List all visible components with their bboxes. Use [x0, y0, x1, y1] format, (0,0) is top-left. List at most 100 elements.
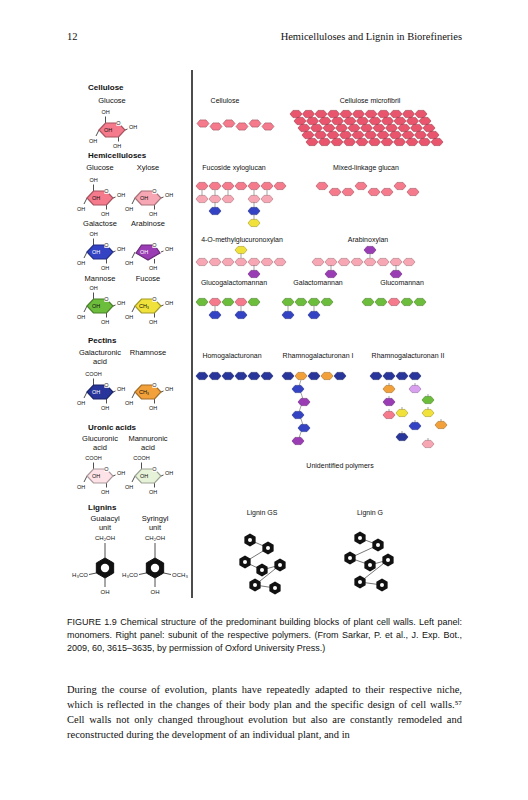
sugar-unit [332, 117, 344, 124]
chem-group: OH [117, 470, 125, 476]
sugar-unit [409, 372, 421, 379]
polymer-name: Rhamnogalacturonan I [283, 352, 354, 360]
sugar-unit [222, 195, 234, 202]
chem-group: OH [101, 489, 109, 495]
sugar-unit [248, 298, 260, 305]
polymer-name: Glucogalactomannan [201, 279, 267, 287]
sugar-unit [369, 117, 381, 124]
chem-group: OH [77, 206, 85, 212]
polymer-name: 4-O-methylglucuronoxylan [201, 236, 283, 244]
sugar-unit [248, 270, 260, 277]
bond [96, 130, 99, 136]
chem-group: OH [149, 405, 157, 411]
chem-group: O [152, 466, 157, 472]
chem-group: OH [151, 589, 160, 596]
chem-group: OH [149, 211, 157, 217]
polymer-name: Unidentified polymers [306, 462, 373, 470]
chem-group: OH [101, 109, 109, 115]
chem-group: OH [129, 124, 137, 130]
sugar-unit [383, 372, 395, 379]
sugar-unit [351, 258, 363, 265]
sugar-unit [407, 117, 419, 124]
sugar-unit [411, 124, 423, 131]
sugar-unit [390, 131, 402, 138]
sugar-unit [344, 138, 356, 145]
sugar-unit [315, 110, 327, 117]
sugar-unit [377, 131, 389, 138]
sugar-unit [196, 182, 208, 189]
sugar-unit [407, 188, 419, 195]
monomer-name: Rhamnose [130, 349, 166, 358]
chem-group: OH [104, 127, 112, 133]
ring-dot [358, 536, 362, 540]
sugar-unit [369, 138, 381, 145]
bond [118, 137, 119, 142]
running-head: Hemicelluloses and Lignin in Biorefineri… [281, 31, 462, 43]
ring-dot [348, 556, 352, 560]
chem-group: OH [113, 143, 121, 149]
sugar-unit [390, 110, 402, 117]
sugar-unit [403, 258, 415, 265]
lignin-unit [256, 564, 267, 577]
sugar-unit [248, 207, 260, 214]
sugar-unit [308, 298, 320, 305]
bond [132, 476, 135, 482]
ring-dot [101, 564, 109, 572]
sugar-unit [409, 422, 421, 429]
chem-group: OH [140, 249, 148, 255]
chem-group: COOH [133, 455, 150, 461]
ring-dot [368, 563, 372, 567]
chem-group: OH [89, 177, 97, 183]
chem-group: H₃CO [122, 572, 138, 579]
ring-dot [380, 583, 384, 587]
chem-group: OH [89, 285, 97, 291]
bond [155, 543, 156, 558]
bond [89, 573, 96, 575]
section-heading: Cellulose [88, 83, 124, 92]
sugar-unit [295, 372, 307, 379]
sugar-unit [334, 372, 346, 379]
sugar-unit [196, 195, 208, 202]
polymer-name: Glucomannan [380, 279, 424, 287]
sugar-unit [336, 124, 348, 131]
sugar-unit [295, 298, 307, 305]
chem-group: OH [92, 195, 100, 201]
sugar-unit [422, 440, 434, 447]
chem-group: OH [77, 484, 85, 490]
sugar-unit [196, 298, 208, 305]
chem-group: OH [77, 400, 85, 406]
chem-group: OH [165, 246, 173, 252]
sugar-unit [353, 110, 365, 117]
aromatic-ring [146, 558, 163, 578]
section-heading: Pectins [88, 336, 116, 345]
bond [106, 313, 107, 318]
sugar-unit [209, 372, 221, 379]
sugar-unit [298, 124, 310, 131]
sugar-unit [414, 298, 426, 305]
ring-dot [376, 543, 380, 547]
sugar-unit [321, 298, 333, 305]
ring-dot [358, 580, 362, 584]
sugar-unit [222, 372, 234, 379]
sugar-unit [396, 433, 408, 440]
chem-group: OH [92, 249, 100, 255]
sugar-unit [422, 409, 434, 416]
polymer-name: Lignin G [357, 509, 383, 517]
monomer-name: Syringyl unit [137, 515, 173, 532]
sugar-unit [431, 138, 443, 145]
sugar-unit [340, 110, 352, 117]
bond [84, 392, 87, 398]
sugar-unit [342, 188, 354, 195]
sugar-unit [401, 298, 413, 305]
polymer-name: Cellulose microfibril [340, 97, 401, 105]
sugar-unit [274, 182, 286, 189]
sugar-unit [390, 258, 402, 265]
ring-dot [273, 586, 277, 590]
chem-group: OH [101, 589, 110, 596]
sugar-unit [235, 372, 247, 379]
sugar-unit [398, 124, 410, 131]
monomer-name: Mannuronic acid [122, 435, 174, 452]
chem-group: O [152, 296, 157, 302]
sugar-unit [222, 258, 234, 265]
sugar-unit [375, 298, 387, 305]
